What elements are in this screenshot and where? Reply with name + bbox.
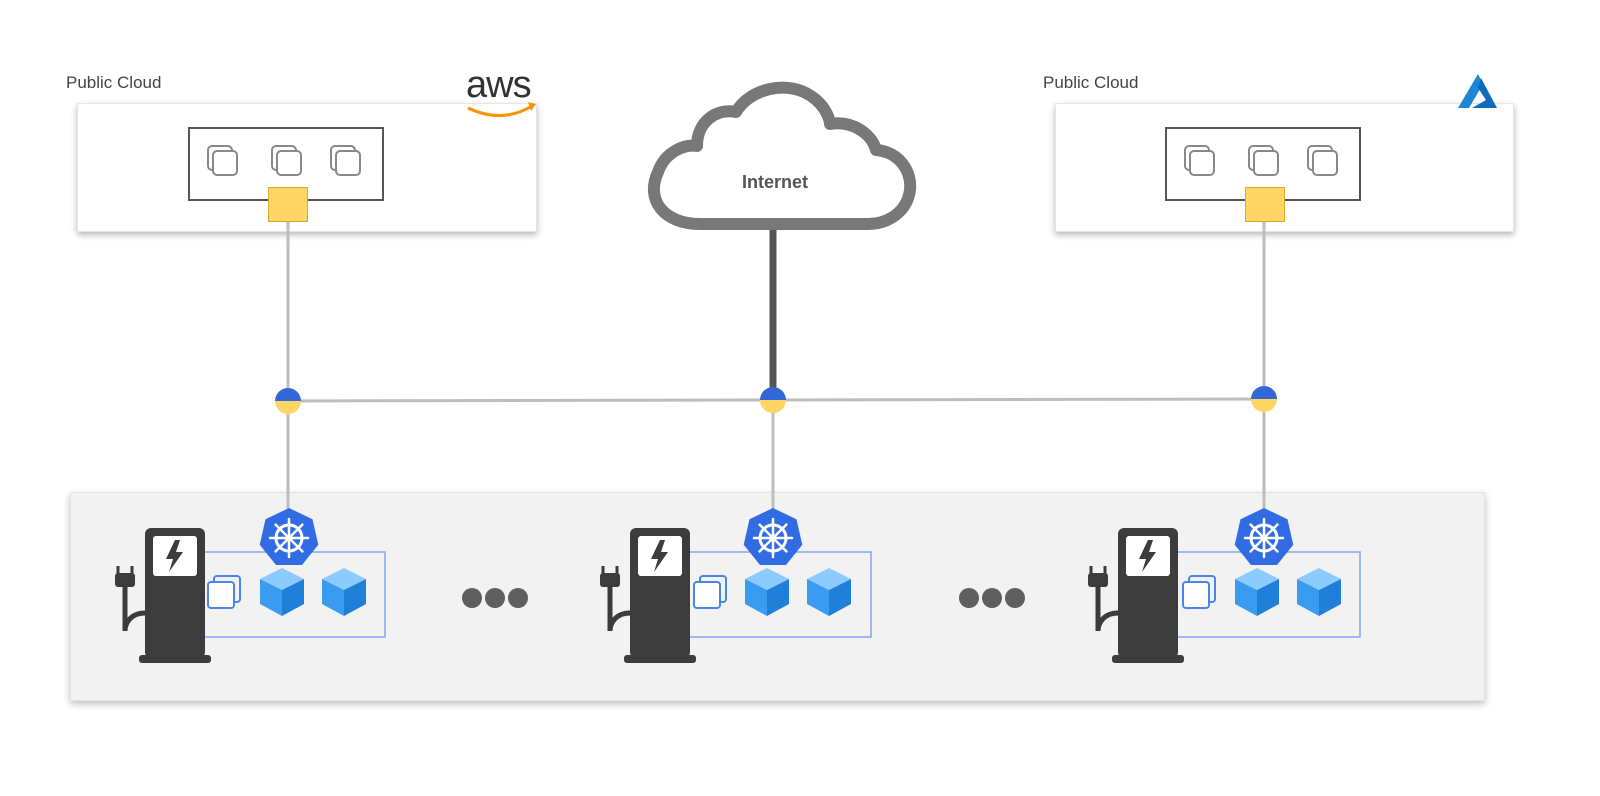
right-cloud-connector — [1245, 187, 1285, 222]
vm-icon — [1182, 575, 1216, 609]
network-node — [1251, 386, 1277, 412]
ev-charger-icon — [1088, 528, 1184, 663]
vm-icon — [271, 145, 302, 176]
aws-logo-icon: aws — [466, 64, 532, 106]
container-icon — [807, 568, 851, 616]
vm-icon — [207, 145, 238, 176]
ev-charger-icon — [115, 528, 211, 663]
edge-site-3 — [1088, 506, 1361, 663]
network-node — [760, 387, 786, 413]
vm-icon — [330, 145, 361, 176]
container-icon — [260, 568, 304, 616]
vm-icon — [1184, 145, 1215, 176]
vm-icon — [207, 575, 241, 609]
kubernetes-icon — [742, 506, 804, 567]
vm-icon — [1307, 145, 1338, 176]
vm-icon — [693, 575, 727, 609]
left-cloud-connector — [268, 187, 308, 222]
container-icon — [745, 568, 789, 616]
more-horizontal-icon — [959, 588, 1025, 608]
container-icon — [1297, 568, 1341, 616]
azure-logo-icon — [1458, 74, 1497, 108]
edge-site-1 — [115, 506, 386, 663]
ev-charger-icon — [600, 528, 696, 663]
container-icon — [1235, 568, 1279, 616]
container-icon — [322, 568, 366, 616]
kubernetes-icon — [1233, 506, 1295, 567]
internet-label: Internet — [742, 172, 808, 192]
more-horizontal-icon — [462, 588, 528, 608]
right-cloud-label: Public Cloud — [1043, 73, 1139, 92]
cloud-icon — [647, 81, 917, 230]
left-cloud-label: Public Cloud — [66, 73, 162, 92]
edge-site-2 — [600, 506, 872, 663]
vm-icon — [1248, 145, 1279, 176]
network-node — [275, 388, 301, 414]
aws-smile-icon — [467, 104, 533, 118]
kubernetes-icon — [258, 506, 320, 567]
